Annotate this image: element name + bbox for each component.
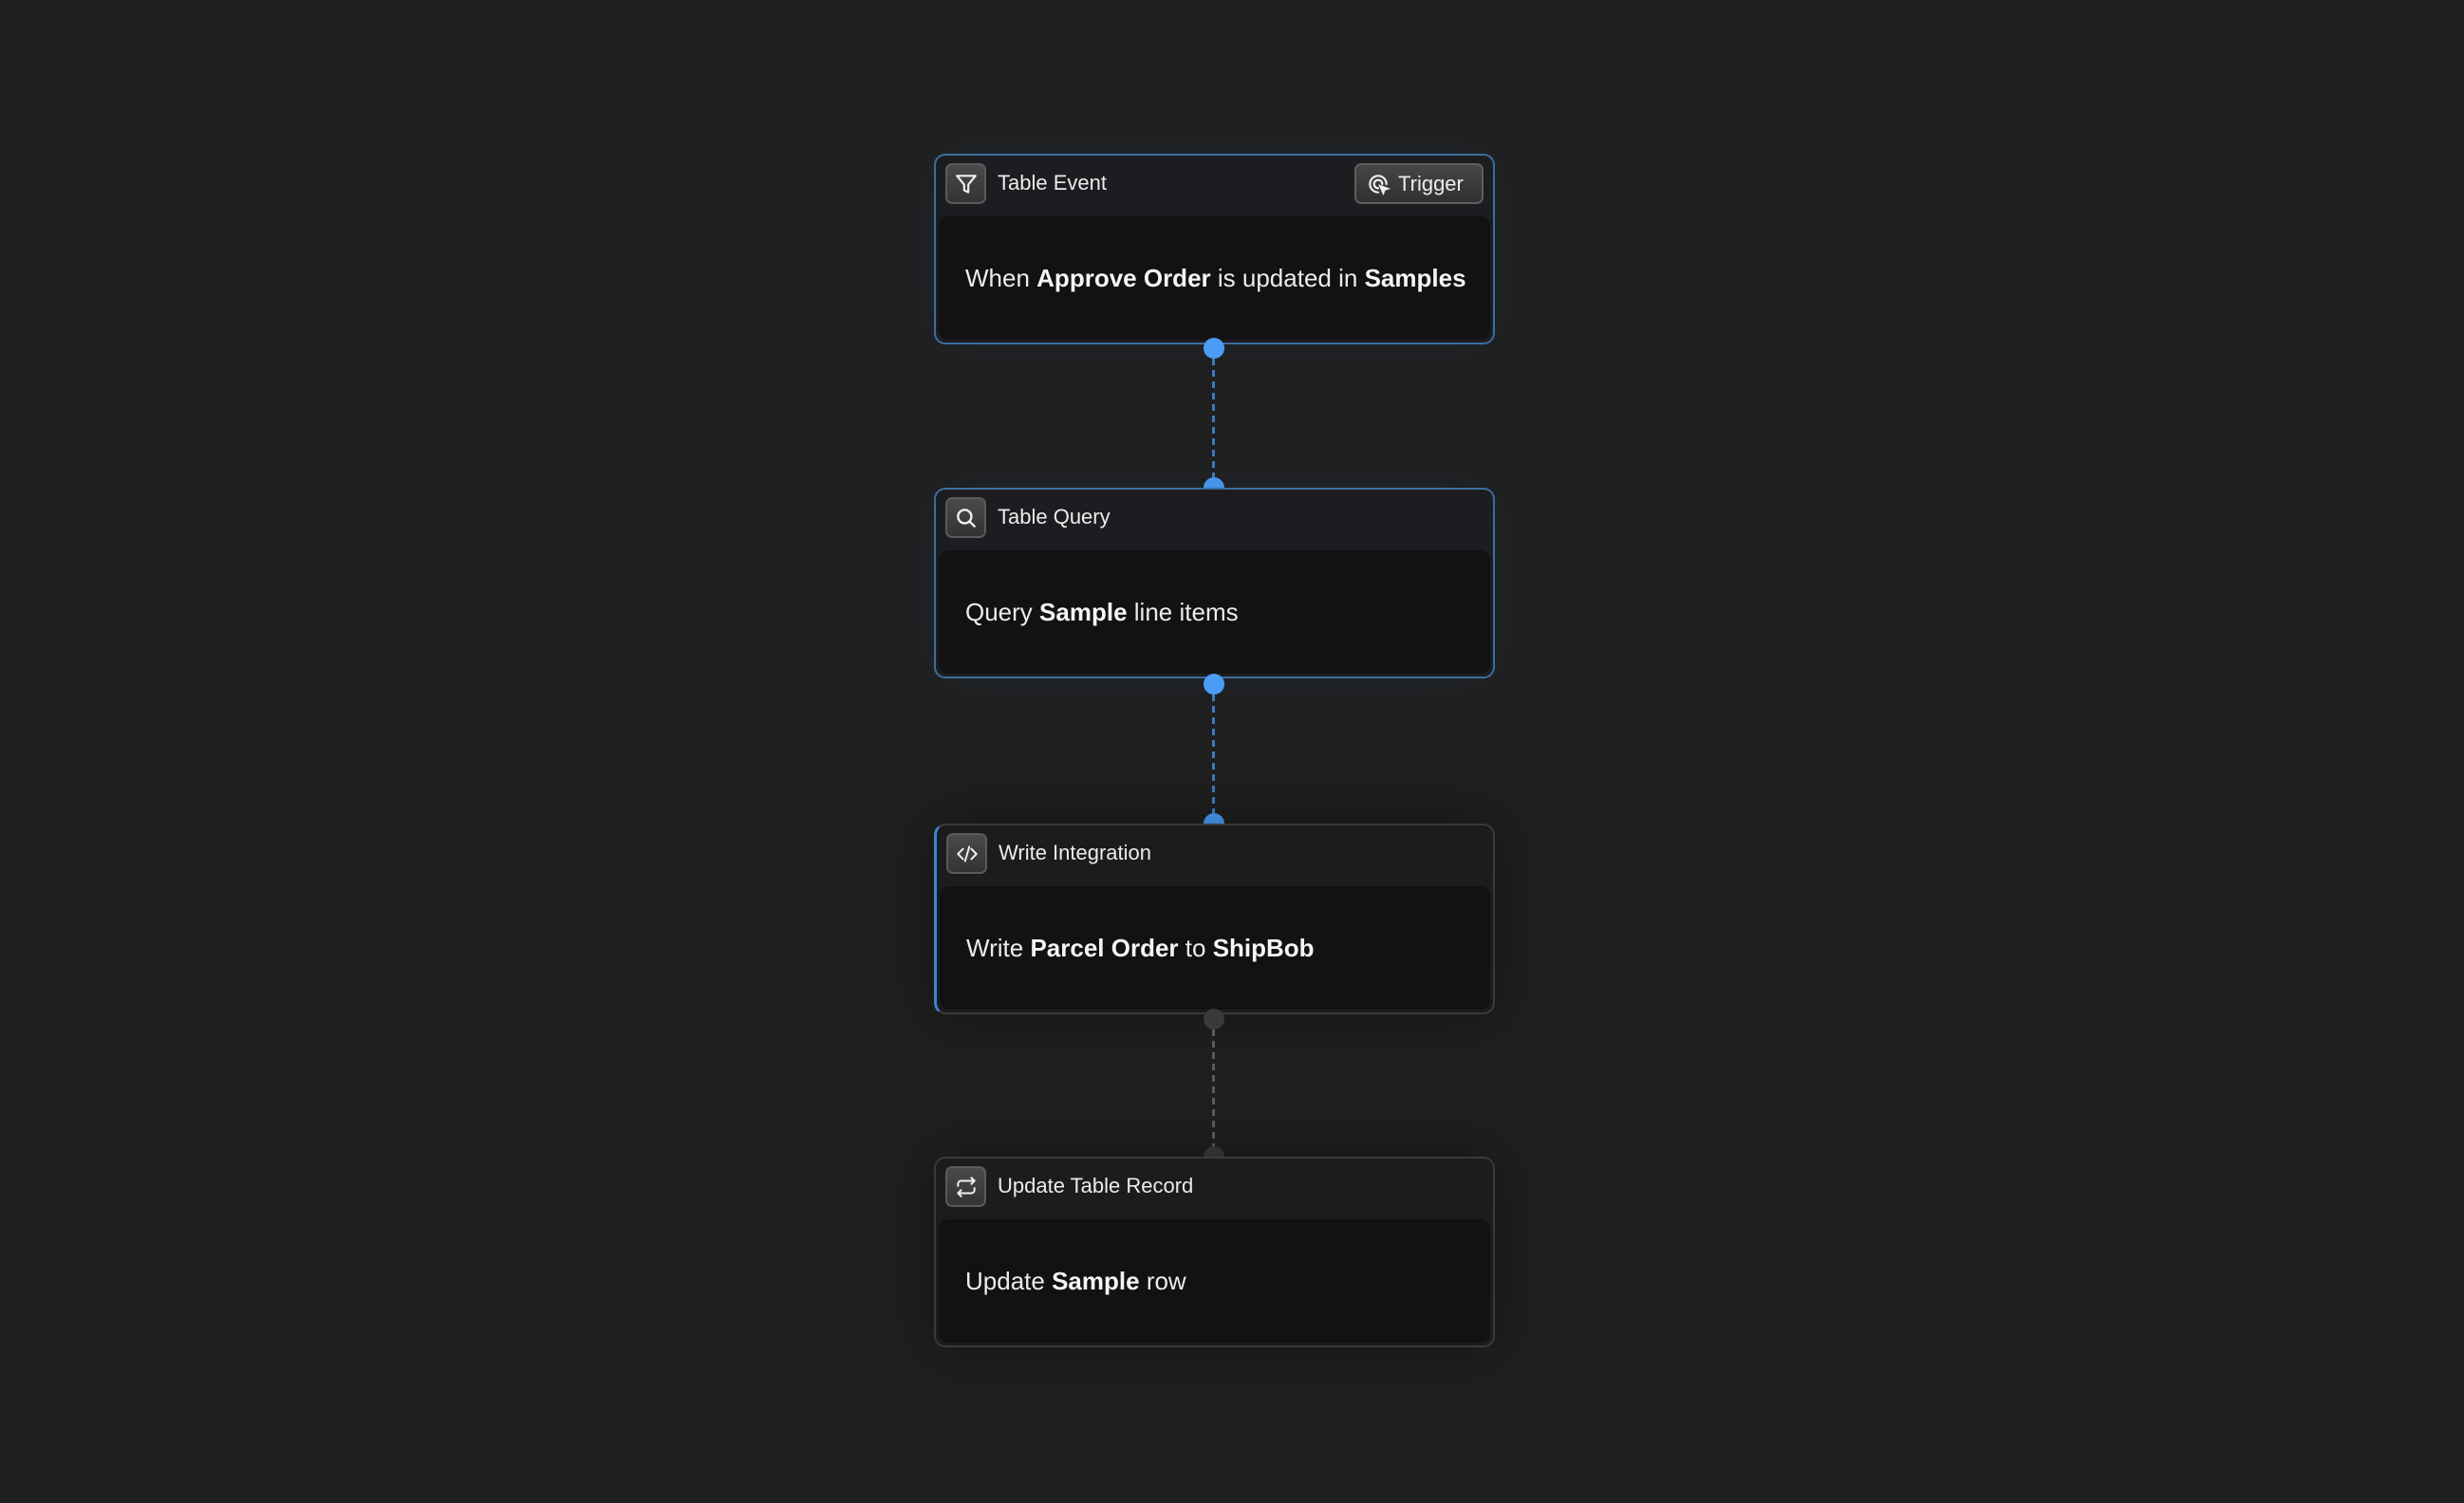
node-header: Table Event Trigger: [936, 156, 1493, 216]
filter-icon: [945, 163, 986, 204]
text: Query: [965, 597, 1033, 626]
edge-connector: [1212, 695, 1215, 814]
text: row: [1146, 1266, 1186, 1295]
output-handle[interactable]: [1204, 674, 1224, 695]
node-description: Query Sample line items: [939, 550, 1490, 674]
text: to: [1185, 933, 1206, 962]
record-name: Parcel Order: [1030, 933, 1179, 962]
code-icon: [946, 833, 987, 874]
node-table-event[interactable]: Table Event Trigger When Approve Order i…: [934, 154, 1495, 344]
search-icon: [945, 497, 986, 538]
text: is updated in: [1217, 263, 1358, 292]
table-name: Samples: [1364, 263, 1466, 292]
text: Write: [966, 933, 1024, 962]
node-type-label: Write Integration: [999, 841, 1152, 864]
node-type-label: Table Event: [998, 171, 1107, 195]
text: line items: [1133, 597, 1239, 626]
output-handle[interactable]: [1204, 1009, 1224, 1030]
node-description: Update Sample row: [939, 1219, 1490, 1343]
edge-connector: [1212, 1030, 1215, 1147]
table-name: Sample: [1039, 597, 1128, 626]
trigger-cursor-icon: [1369, 174, 1391, 195]
node-type-label: Update Table Record: [998, 1174, 1194, 1197]
node-header: Update Table Record: [936, 1159, 1493, 1219]
field-name: Approve Order: [1036, 263, 1211, 292]
integration-name: ShipBob: [1212, 933, 1315, 962]
node-write-integration[interactable]: Write Integration Write Parcel Order to …: [934, 824, 1495, 1014]
text: Update: [965, 1266, 1045, 1295]
node-description: Write Parcel Order to ShipBob: [940, 886, 1490, 1010]
node-header: Table Query: [936, 490, 1493, 550]
output-handle[interactable]: [1204, 338, 1224, 359]
repeat-icon: [945, 1166, 986, 1207]
node-description: When Approve Order is updated in Samples: [939, 216, 1490, 340]
table-name: Sample: [1052, 1266, 1140, 1295]
node-header: Write Integration: [937, 826, 1493, 886]
trigger-label: Trigger: [1398, 171, 1464, 195]
node-type-label: Table Query: [998, 505, 1111, 529]
trigger-badge-button[interactable]: Trigger: [1354, 163, 1484, 204]
node-update-table-record[interactable]: Update Table Record Update Sample row: [934, 1157, 1495, 1347]
edge-connector: [1212, 359, 1215, 478]
node-table-query[interactable]: Table Query Query Sample line items: [934, 488, 1495, 678]
text: When: [965, 263, 1030, 292]
